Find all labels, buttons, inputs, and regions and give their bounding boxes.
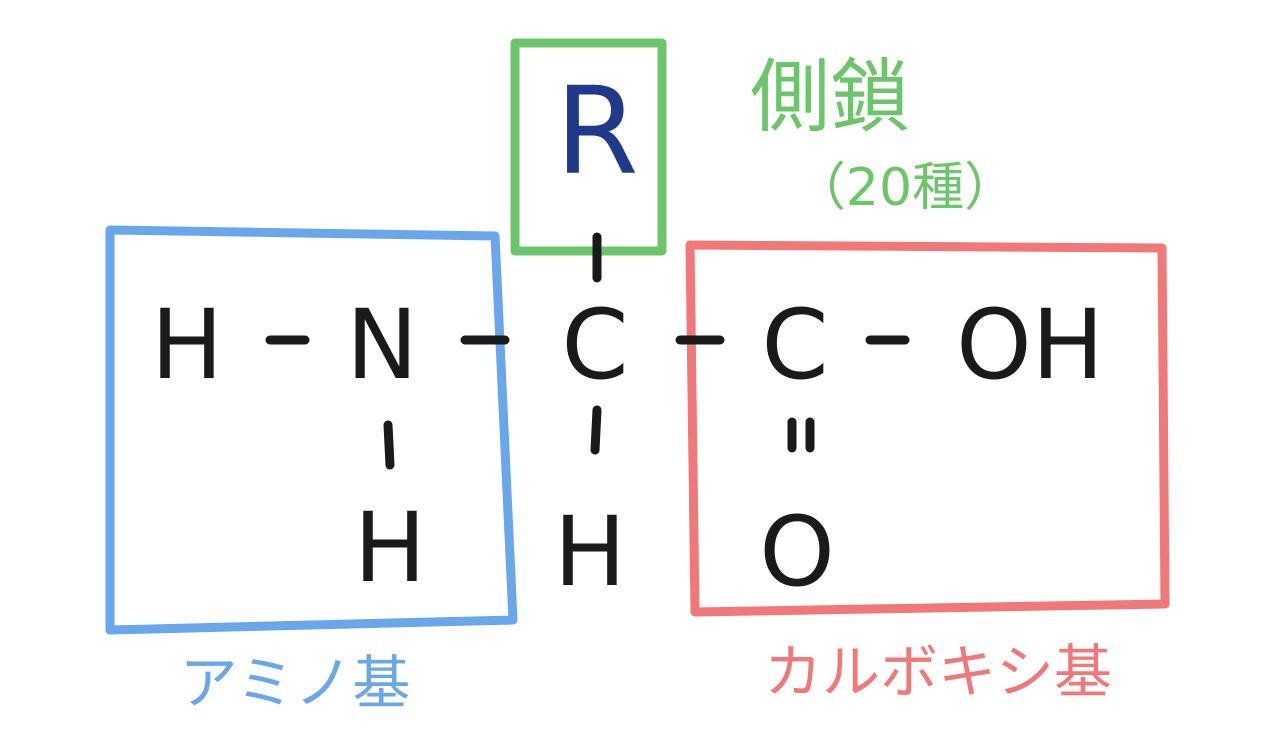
side-chain-count-label: （20種） [794, 158, 1016, 218]
atom-h-under-n: H [354, 492, 426, 604]
atom-n: N [346, 289, 418, 401]
atom-c-carboxyl: C [761, 289, 828, 401]
carboxyl-group-box [685, 240, 1170, 617]
atom-c-alpha: C [561, 289, 628, 401]
atom-oh: OH [956, 289, 1104, 401]
atom-h-left: H [151, 289, 223, 401]
amino-group-box [105, 225, 518, 635]
atom-h-under-c: H [554, 496, 626, 608]
bond-c-h [590, 405, 602, 455]
atom-r: R [555, 63, 638, 202]
side-chain-label: 側鎖 [750, 51, 910, 144]
side-chain-box [510, 38, 667, 256]
carboxyl-group-label: カルボキシ基 [764, 638, 1112, 706]
bond-n-h [383, 420, 395, 470]
amino-group-label: アミノ基 [180, 649, 411, 717]
atom-o-double: O [759, 496, 835, 608]
